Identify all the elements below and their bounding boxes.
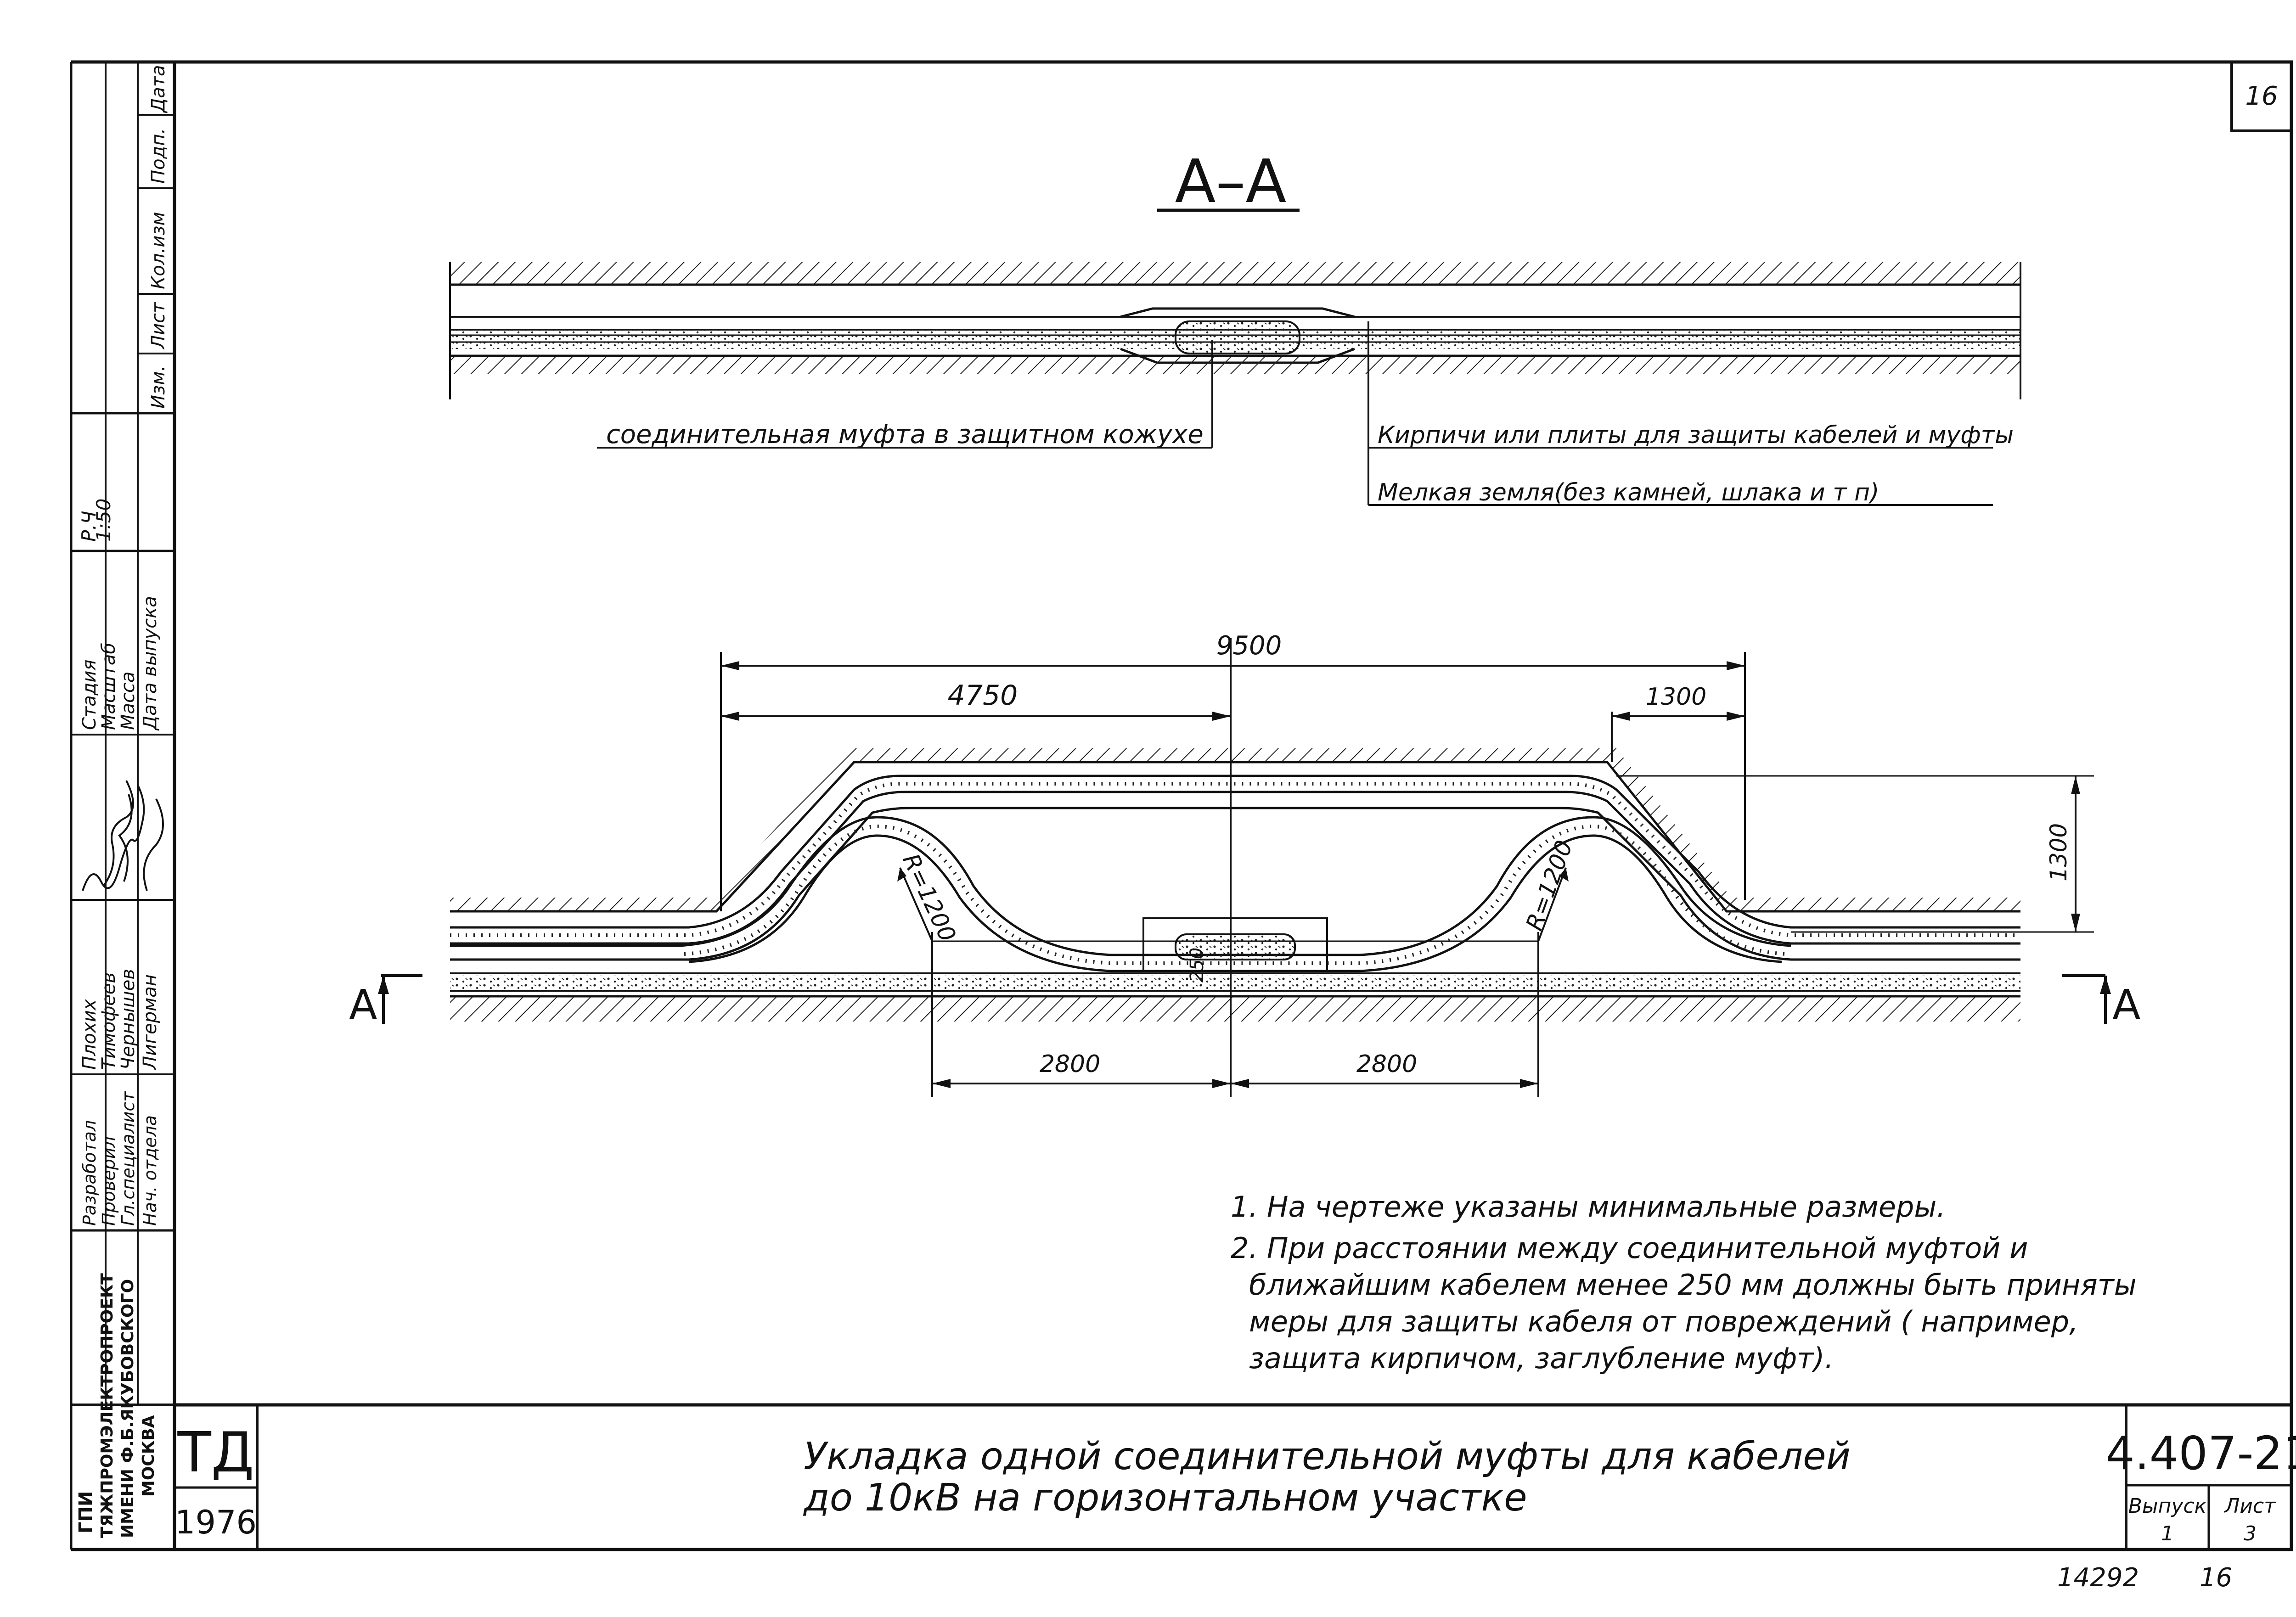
issue-value: 1 — [2161, 1522, 2174, 1545]
notes: 1. На чертеже указаны минимальные размер… — [1231, 1190, 2137, 1375]
scale-value: 1:50 — [92, 499, 115, 542]
year: 1976 — [175, 1504, 257, 1541]
org-line-1: ГПИ — [75, 1491, 96, 1533]
name-developer: Плохих — [79, 999, 100, 1070]
dim-radius-right: R=1200 — [1521, 837, 1578, 934]
name-checker: Тимофеев — [98, 972, 119, 1070]
label-soil: Мелкая земля(без камней, шлака и т п) — [1378, 479, 1879, 506]
role-checker: Проверил — [99, 1136, 119, 1226]
dim-radius-left: R=1200 — [897, 850, 961, 946]
rev-label-sign: Подп. — [148, 128, 169, 184]
note-line-5: защита кирпичом, заглубление муфт). — [1249, 1342, 1834, 1375]
drawing-title-line-2: до 10кВ на горизонтальном участке — [803, 1476, 1527, 1520]
drawing-title-line-1: Укладка одной соединительной муфты для к… — [804, 1435, 1851, 1478]
sheet-number: 16 — [2245, 81, 2278, 111]
section-mark-left: А — [349, 981, 377, 1029]
dim-height: 1300 — [2045, 823, 2072, 881]
sheet-number-box: 16 — [2230, 61, 2293, 132]
sheet-value: 3 — [2244, 1522, 2257, 1545]
archive-number: 14292 — [2057, 1563, 2139, 1593]
rev-label-date: Дата — [148, 65, 169, 113]
section-aa: А–А соединительная муфта в защитном кожу… — [449, 146, 2021, 506]
rev-label-sheet: Лист — [148, 302, 169, 350]
dim-half: 4750 — [948, 679, 1018, 712]
section-mark-right: А — [2112, 981, 2141, 1029]
dim-right-bottom: 2800 — [1356, 1050, 1417, 1078]
org-line-3: ИМЕНИ Ф.Б.ЯКУБОВСКОГО — [118, 1279, 137, 1538]
signatures — [82, 780, 164, 891]
issue-date-label: Дата выпуска — [140, 596, 161, 731]
sheet-label: Лист — [2223, 1494, 2276, 1518]
title-block: ТД 1976 Укладка одной соединительной муф… — [174, 1403, 2296, 1550]
role-specialist: Гл.специалист — [118, 1091, 138, 1226]
org-line-2: ТЯЖПРОМЭЛЕКТРОПРОЕКТ — [98, 1273, 117, 1538]
name-head: Лигерман — [140, 974, 161, 1071]
role-developer: Разработал — [79, 1120, 100, 1226]
label-coupling: соединительная муфта в защитном кожухе — [606, 420, 1204, 449]
stage-value: Р.Ч — [78, 511, 100, 542]
side-stamp: Дата Подп. Кол.изм Лист Изм. Р.Ч 1:50 Ст… — [70, 62, 176, 1550]
issue-label: Выпуск — [2128, 1494, 2207, 1518]
rev-label-count: Кол.изм — [148, 212, 169, 289]
section-title: А–А — [1175, 146, 1287, 216]
note-line-4: меры для защиты кабеля от повреждений ( … — [1249, 1305, 2078, 1338]
mass-label: Масса — [118, 671, 139, 730]
scale-label: Масштаб — [98, 643, 119, 730]
loop-drawing: R=1200 R=1200 9500 4750 1300 1300 250 28… — [349, 631, 2141, 1097]
label-bricks: Кирпичи или плиты для защиты кабелей и м… — [1378, 421, 2014, 449]
dim-slope: 1300 — [1646, 683, 1706, 711]
dim-total: 9500 — [1216, 631, 1282, 661]
note-line-1: 1. На чертеже указаны минимальные размер… — [1231, 1190, 1946, 1224]
footer-page: 16 — [2200, 1563, 2232, 1593]
td-mark: ТД — [177, 1421, 254, 1485]
stage-label: Стадия — [79, 660, 100, 730]
org-line-4: МОСКВА — [139, 1415, 158, 1497]
dim-gap: 250 — [1187, 948, 1208, 983]
note-line-3: ближайшим кабелем менее 250 мм должны бы… — [1249, 1268, 2137, 1302]
note-line-2: 2. При расстоянии между соединительной м… — [1231, 1231, 2028, 1265]
rev-label-change: Изм. — [148, 365, 169, 409]
dim-left-bottom: 2800 — [1040, 1050, 1100, 1078]
doc-number: 4.407-21 — [2105, 1426, 2296, 1480]
name-specialist: Чернышев — [118, 969, 139, 1070]
role-head: Нач. отдела — [140, 1115, 160, 1226]
